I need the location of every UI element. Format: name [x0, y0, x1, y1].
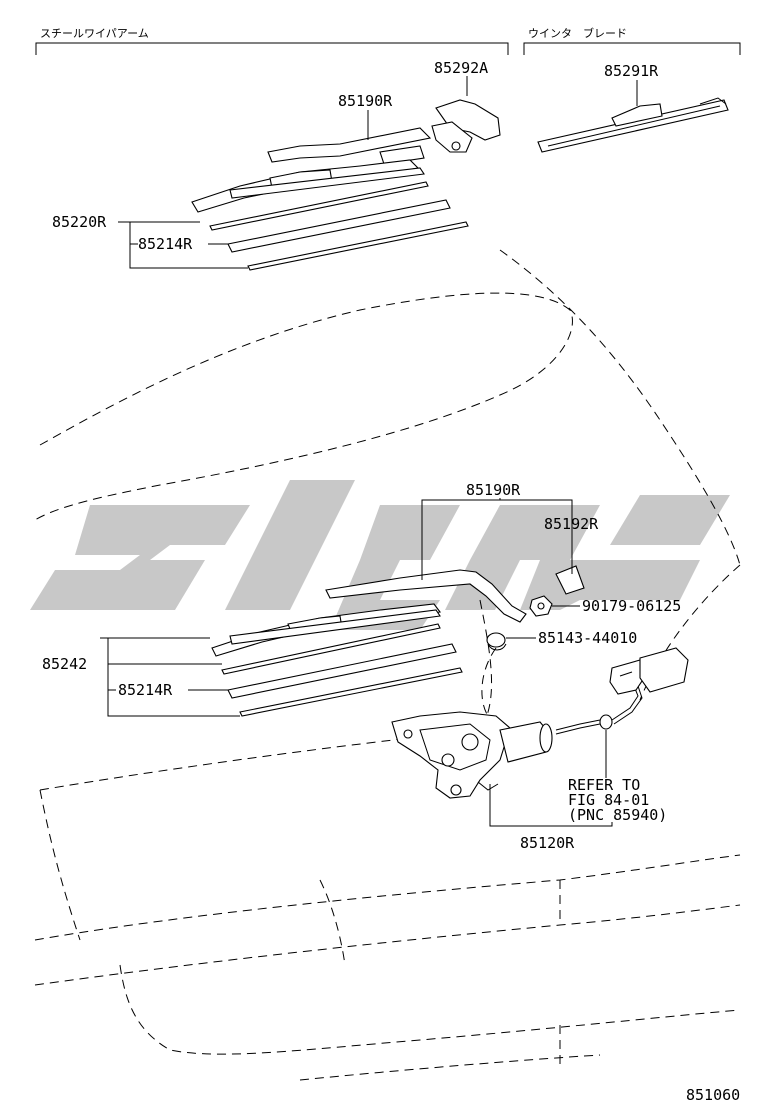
rear-wiper-refill-85214R — [221, 623, 463, 717]
wiper-arm-cover-85192R — [555, 565, 585, 595]
label-85292A: 85292A — [434, 59, 488, 77]
part-labels: 85292A 85291R 85190R 85220R 85214R 85190… — [42, 59, 681, 852]
refer-note-line-3: (PNC 85940) — [568, 806, 667, 824]
steel-arm-header: スチールワイパアーム — [35, 27, 509, 55]
label-85190R-rear: 85190R — [466, 481, 521, 499]
label-85220R: 85220R — [52, 213, 107, 231]
rear-leaders — [100, 498, 613, 827]
refer-note: REFER TO FIG 84-01 (PNC 85940) — [568, 776, 667, 824]
wiper-refill-85214R — [209, 181, 469, 271]
winter-blade-header: ウインタ ブレード — [523, 26, 741, 55]
refer-note-line-2: FIG 84-01 — [568, 791, 649, 809]
wiper-arm-cap-85292A — [431, 99, 501, 153]
figure-number: 851060 — [686, 1086, 740, 1104]
label-85214R-rear: 85214R — [118, 681, 173, 699]
label-85190R-top: 85190R — [338, 92, 393, 110]
leader-85220R-85214R — [118, 221, 248, 269]
cap-85143-44010 — [486, 632, 507, 651]
label-85192R: 85192R — [544, 515, 599, 533]
winter-blade-85291R — [537, 97, 729, 153]
label-85291R: 85291R — [604, 62, 659, 80]
label-85143-44010: 85143-44010 — [538, 629, 637, 647]
label-90179-06125: 90179-06125 — [582, 597, 681, 615]
label-85214R-top: 85214R — [138, 235, 193, 253]
steel-arm-header-text: スチールワイパアーム — [40, 27, 149, 40]
label-85120R: 85120R — [520, 834, 575, 852]
refer-note-line-1: REFER TO — [568, 776, 640, 794]
wiper-blade-85220R — [191, 159, 425, 213]
rear-wiper-arm-85190R — [325, 569, 527, 623]
rear-wiper-blade-85242 — [211, 603, 442, 657]
rear-wiper-motor-85120R — [391, 711, 553, 799]
nut-90179-06125 — [529, 595, 553, 617]
label-85242: 85242 — [42, 655, 87, 673]
winter-blade-header-text: ウインタ ブレード — [528, 26, 627, 40]
motor-connector-harness — [555, 647, 689, 735]
wiper-arm-85190R — [267, 127, 432, 165]
